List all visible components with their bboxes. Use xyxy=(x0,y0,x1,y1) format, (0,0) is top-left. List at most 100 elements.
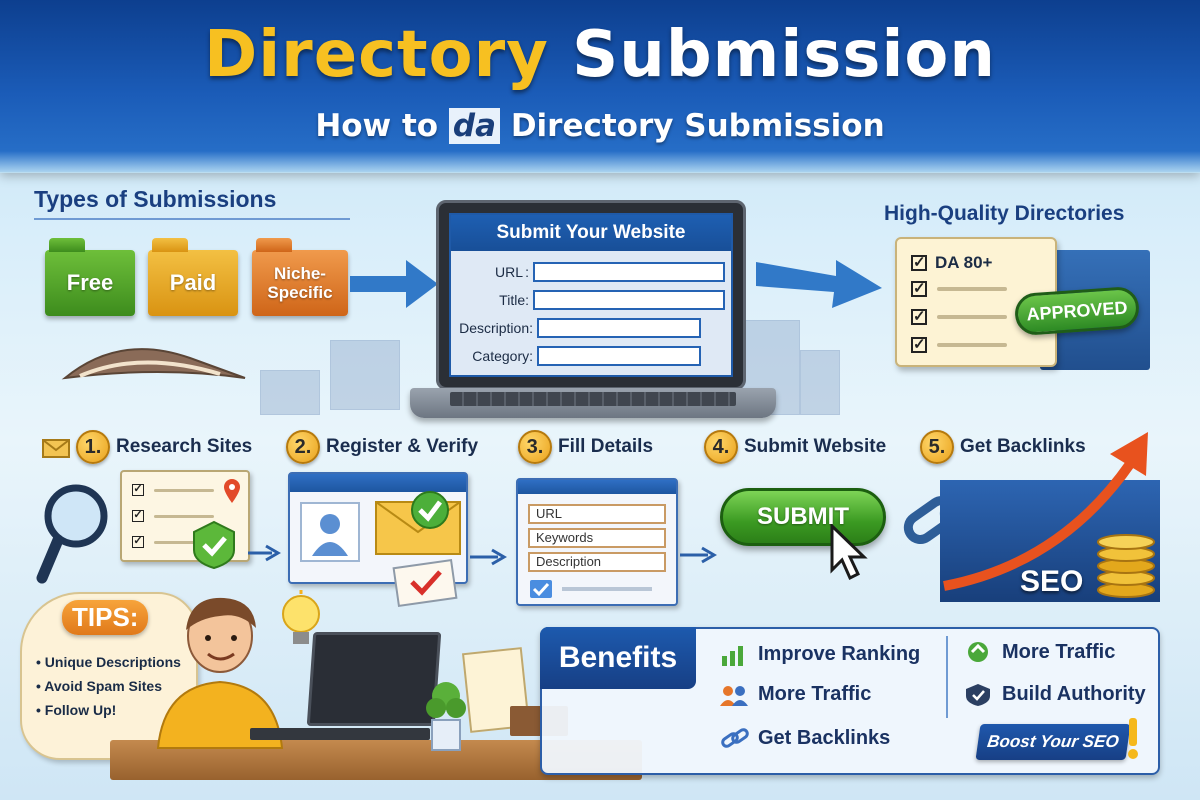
url-input[interactable] xyxy=(533,262,725,282)
tips-title: TIPS: xyxy=(62,600,149,635)
location-pin-icon xyxy=(224,479,240,503)
category-input[interactable] xyxy=(537,346,701,366)
types-divider xyxy=(34,218,350,220)
form-title: Submit Your Website xyxy=(451,215,731,251)
title-part-1: Directory xyxy=(204,18,549,92)
arrow-right-icon xyxy=(470,548,507,566)
benefit-label: Build Authority xyxy=(1002,682,1146,705)
checkbox-icon: ✓ xyxy=(132,509,144,522)
person-avatar xyxy=(156,597,284,749)
skyline-building xyxy=(260,370,320,415)
form-label-category: Category: xyxy=(472,348,533,364)
checklist-item: ✓ xyxy=(911,337,1007,353)
form-label-title: Title: xyxy=(499,292,529,308)
subtitle-part-1: How to xyxy=(315,108,439,144)
form-label-url: URL xyxy=(494,264,523,280)
step-5: 5. Get Backlinks xyxy=(920,430,1086,464)
step-3-number: 3. xyxy=(518,430,552,464)
growth-arrow-icon xyxy=(943,432,1148,591)
form-field-keywords[interactable]: Keywords xyxy=(528,528,666,548)
arrow-right-icon xyxy=(756,260,882,308)
step-2-number: 2. xyxy=(286,430,320,464)
benefits-label: Benefits xyxy=(540,627,696,689)
types-heading: Types of Submissions xyxy=(34,186,277,212)
arrow-right-icon xyxy=(680,546,717,564)
form-row-category: Category: xyxy=(451,345,701,367)
form-field-description[interactable]: Description xyxy=(528,552,666,572)
folder-free-label: Free xyxy=(66,270,114,295)
keyboard xyxy=(250,728,430,740)
checkbox-icon: ✓ xyxy=(132,483,144,496)
description-input[interactable] xyxy=(537,318,701,338)
verify-email-icon xyxy=(375,491,461,555)
benefit-label: Improve Ranking xyxy=(758,642,921,665)
folder-niche: Niche-Specific xyxy=(252,238,348,316)
user-avatar-icon xyxy=(312,514,348,556)
step-2: 2. Register & Verify xyxy=(286,430,478,464)
user-profile-card xyxy=(300,502,360,562)
page-subtitle: How to da Directory Submission xyxy=(0,108,1200,144)
step-4: 4. Submit Website xyxy=(704,430,886,464)
laptop-keyboard xyxy=(450,392,736,406)
benefit-get-backlinks: Get Backlinks xyxy=(720,726,890,750)
checkbox-icon: ✓ xyxy=(911,254,927,271)
skyline-building xyxy=(330,340,400,410)
step-5-label: Get Backlinks xyxy=(960,436,1086,457)
seo-label: SEO xyxy=(1020,565,1084,598)
benefit-label: More Traffic xyxy=(1002,640,1116,663)
form-field-url[interactable]: URL xyxy=(528,504,666,524)
coins-icon xyxy=(1097,534,1155,598)
checkbox-icon: ✓ xyxy=(911,336,927,353)
folder-niche-label: Niche-Specific xyxy=(267,264,333,302)
check-icon xyxy=(530,580,552,598)
tip-item: • Follow Up! xyxy=(36,702,117,718)
monitor xyxy=(306,632,442,726)
checkbox-icon: ✓ xyxy=(911,308,927,325)
header-banner: Directory Submission How to da Directory… xyxy=(0,0,1200,173)
title-input[interactable] xyxy=(533,290,725,310)
step-1-label: Research Sites xyxy=(116,436,253,457)
step-2-label: Register & Verify xyxy=(326,436,479,457)
folder-free: Free xyxy=(45,238,135,316)
lightbulb-icon xyxy=(282,590,320,644)
page-title: Directory Submission xyxy=(0,18,1200,92)
bar-chart-icon xyxy=(722,646,743,666)
title-part-2: Submission xyxy=(572,18,996,92)
benefit-build-authority: Build Authority xyxy=(964,682,1146,706)
cursor-icon xyxy=(830,524,868,581)
arrow-right-icon xyxy=(248,544,281,562)
shield-icon xyxy=(966,684,990,706)
magnifier-icon xyxy=(36,484,108,584)
submit-button[interactable]: SUBMIT xyxy=(720,488,886,546)
lightbulb-icon xyxy=(1128,718,1138,759)
arrow-right-icon xyxy=(350,260,438,308)
benefit-more-traffic-2: More Traffic xyxy=(964,640,1115,664)
checklist-item-label: DA 80+ xyxy=(935,253,993,272)
tip-item: • Avoid Spam Sites xyxy=(36,678,163,694)
subtitle-part-3: Directory Submission xyxy=(510,108,885,144)
step-4-label: Submit Website xyxy=(744,436,887,457)
tip-item: • Unique Descriptions xyxy=(36,654,181,670)
users-icon xyxy=(720,686,748,706)
checklist-item: ✓ DA 80+ xyxy=(911,253,992,273)
benefit-label: More Traffic xyxy=(758,682,872,705)
checkbox-icon: ✓ xyxy=(911,280,927,297)
checklist-item: ✓ xyxy=(911,309,1007,325)
benefit-more-traffic: More Traffic xyxy=(720,682,871,706)
submit-website-form: Submit Your Website URL : Title: Descrip… xyxy=(449,213,733,377)
benefits-divider xyxy=(946,636,948,718)
checklist-item: ✓ xyxy=(911,281,1007,297)
fill-details-form: URL Keywords Description xyxy=(516,478,678,606)
step-5-number: 5. xyxy=(920,430,954,464)
mail-icon xyxy=(392,559,458,607)
shield-check-icon xyxy=(193,520,235,570)
benefit-label: Get Backlinks xyxy=(758,726,891,749)
plant-icon xyxy=(426,682,466,751)
laptop-screen: Submit Your Website URL : Title: Descrip… xyxy=(436,200,746,390)
link-icon xyxy=(721,728,749,748)
step-3-label: Fill Details xyxy=(558,436,654,457)
checkbox-icon: ✓ xyxy=(132,535,144,548)
step-1: 1. Research Sites xyxy=(76,430,252,464)
approved-stamp: APPROVED xyxy=(1013,285,1141,337)
